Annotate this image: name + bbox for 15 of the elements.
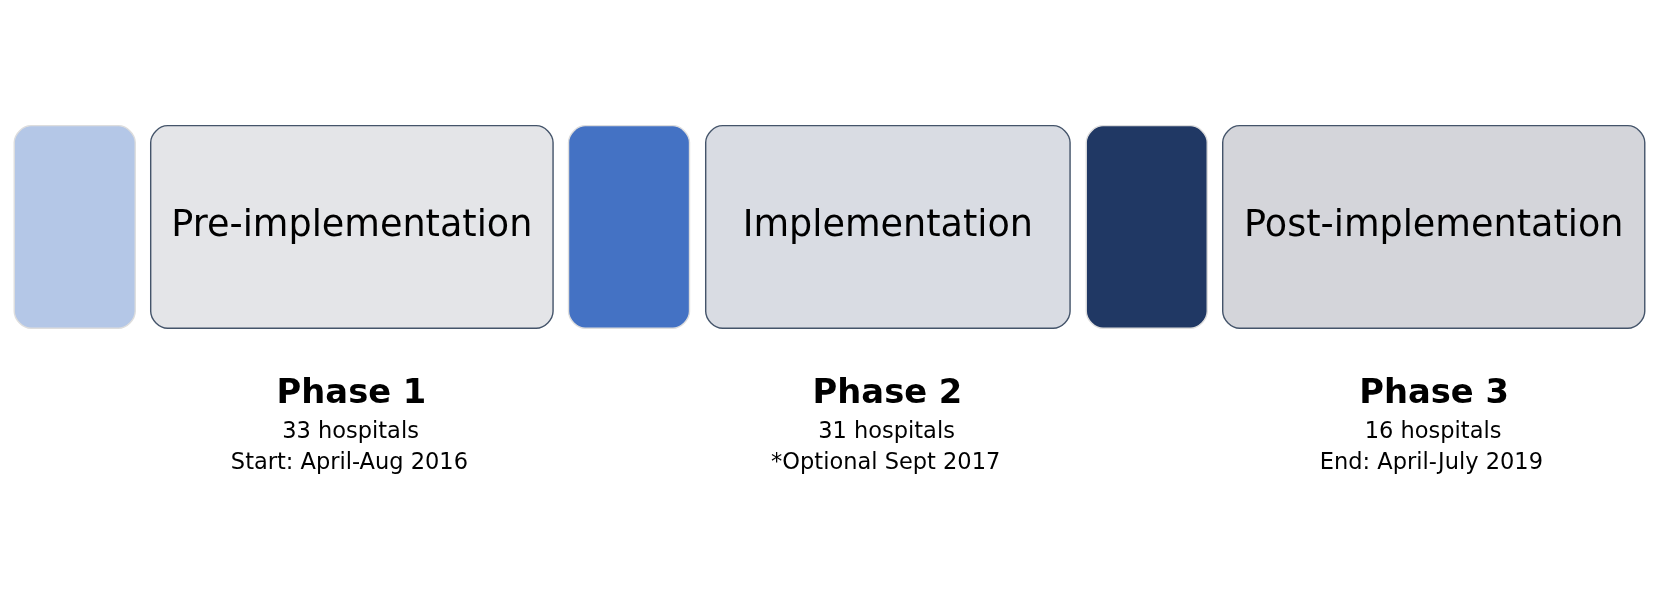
node-label: 33 hospitals (282, 416, 419, 443)
node-label: 16 hospitals (1364, 416, 1502, 443)
node-box: Pre-implementation (150, 124, 554, 329)
node-label: Phase 3 (1359, 371, 1509, 411)
node-label: *Optional Sept 2017 (771, 447, 1001, 474)
node-label: Phase 1 (276, 371, 427, 411)
node-box: Implementation (705, 124, 1071, 329)
node-box (567, 124, 691, 329)
node-label: End: April-July 2019 (1319, 447, 1543, 474)
node-box (13, 124, 136, 329)
node-box (1085, 124, 1208, 329)
node-label: Phase 2 (812, 371, 963, 411)
node-label: Start: April-Aug 2016 (230, 447, 468, 474)
node-box: Post-implementation (1222, 124, 1646, 329)
node-label: 31 hospitals (818, 416, 955, 443)
